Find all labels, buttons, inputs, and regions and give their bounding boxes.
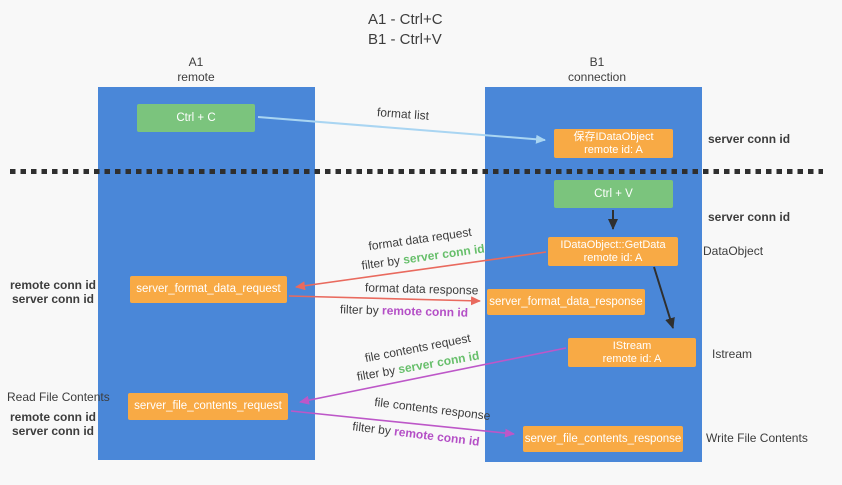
node-istream-line2: remote id: A: [602, 352, 662, 365]
filter-by-text: filter by: [355, 362, 400, 384]
node-server-format-data-request-label: server_format_data_request: [136, 283, 281, 295]
node-save-idataobject-line1: 保存IDataObject: [573, 130, 654, 143]
copy-paste-separator-line: [10, 169, 823, 174]
node-server-file-contents-request: server_file_contents_request: [128, 393, 288, 420]
title-line-2: B1 - Ctrl+V: [368, 31, 442, 48]
filter-key-remote-conn-id: remote conn id: [381, 303, 469, 320]
annotation-remote-conn-id-2: remote conn id: [10, 410, 97, 424]
annotation-remote-conn-id-1: remote conn id: [10, 278, 97, 292]
filter-key-remote-conn-id: remote conn id: [393, 424, 481, 449]
annotation-server-conn-id-1: server conn id: [708, 132, 791, 146]
node-server-format-data-request: server_format_data_request: [130, 276, 287, 303]
label-file-contents-response-filter: filter by remote conn id: [352, 419, 481, 448]
node-save-idataobject-line2: remote id: A: [584, 143, 643, 156]
node-getdata-line1: IDataObject::GetData: [560, 238, 666, 251]
lane-b-role: connection: [567, 70, 627, 84]
node-save-idataobject: 保存IDataObject remote id: A: [554, 129, 673, 158]
annotation-write-file-contents: Write File Contents: [706, 431, 808, 445]
node-server-file-contents-response-label: server_file_contents_response: [524, 432, 682, 445]
annotation-dataobject: DataObject: [703, 244, 764, 258]
annotation-server-conn-id-2: server conn id: [708, 210, 791, 224]
node-istream-line1: IStream: [612, 339, 652, 352]
node-server-file-contents-request-label: server_file_contents_request: [134, 400, 282, 412]
node-server-format-data-response-label: server_format_data_response: [489, 295, 643, 308]
lane-header-a1: A1 remote: [136, 55, 256, 85]
filter-by-text: filter by: [351, 419, 396, 439]
label-format-data-response-filter: filter by remote conn id: [340, 302, 468, 319]
annotation-server-conn-id-3: server conn id: [11, 292, 94, 306]
label-format-data-response: format data response: [364, 280, 479, 298]
lane-a-name: A1: [188, 55, 204, 69]
filter-by-text: filter by: [339, 302, 383, 318]
title-line-1: A1 - Ctrl+C: [368, 11, 443, 28]
diagram-title: A1 - Ctrl+C B1 - Ctrl+V: [368, 10, 443, 50]
lane-b-name: B1: [589, 55, 605, 69]
node-istream: IStream remote id: A: [568, 338, 696, 367]
lane-header-b1: B1 connection: [537, 55, 657, 85]
node-ctrl-v: Ctrl + V: [554, 180, 673, 208]
node-ctrl-v-label: Ctrl + V: [594, 187, 633, 200]
annotation-server-conn-id-4: server conn id: [11, 424, 94, 438]
node-idataobject-getdata: IDataObject::GetData remote id: A: [548, 237, 678, 266]
node-server-file-contents-response: server_file_contents_response: [523, 426, 683, 452]
annotation-istream: Istream: [712, 347, 753, 361]
node-getdata-line2: remote id: A: [583, 251, 643, 264]
label-file-contents-response: file contents response: [373, 394, 492, 424]
node-server-format-data-response: server_format_data_response: [487, 289, 645, 315]
node-ctrl-c: Ctrl + C: [137, 104, 255, 132]
filter-by-text: filter by: [360, 252, 405, 273]
lane-a-role: remote: [177, 70, 215, 84]
label-format-list: format list: [376, 105, 430, 123]
node-ctrl-c-label: Ctrl + C: [176, 111, 216, 124]
annotation-read-file-contents: Read File Contents: [7, 390, 110, 404]
